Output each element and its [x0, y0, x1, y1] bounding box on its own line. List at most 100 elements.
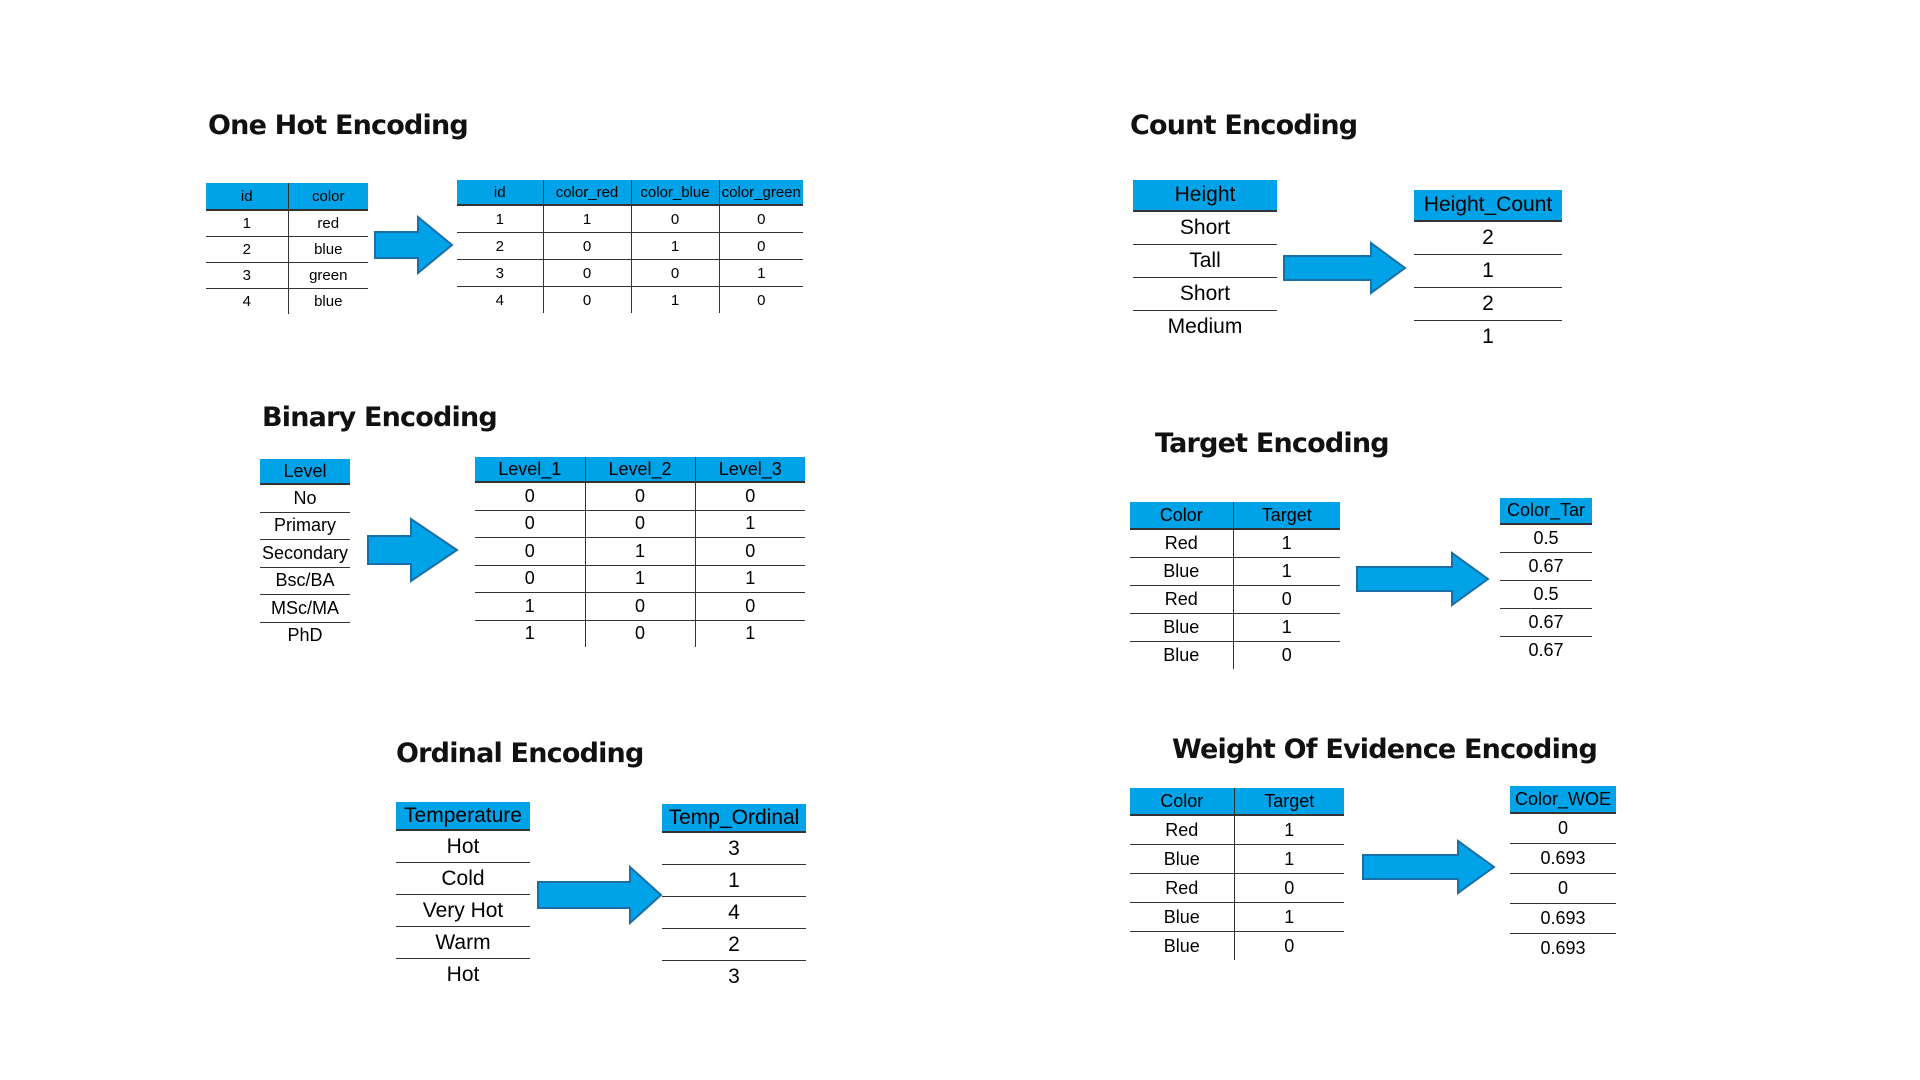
table-row: 0.693 — [1510, 843, 1616, 874]
table-cell: 2 — [1414, 221, 1562, 255]
table-cell: Red — [1130, 873, 1234, 903]
table-cell: 1 — [630, 286, 719, 313]
column-header: color — [287, 183, 368, 211]
column-header: Level — [260, 459, 350, 485]
table-header-row: Level — [260, 459, 350, 485]
woe-arrow-icon — [1362, 839, 1496, 895]
table-cell: 0.5 — [1500, 524, 1592, 553]
column-header: Target — [1232, 502, 1340, 530]
table-cell: 0.67 — [1528, 640, 1564, 660]
column-header: Height_Count — [1414, 190, 1562, 222]
table-cell: 0 — [475, 565, 585, 593]
table-cell: 1 — [694, 620, 805, 647]
one-hot-encoding-title: One Hot Encoding — [208, 110, 469, 141]
table-cell: 0 — [1510, 813, 1616, 844]
table-cell: 0 — [584, 620, 695, 647]
table-cell: PhD — [287, 625, 323, 646]
table-cell: 0.693 — [1540, 938, 1586, 958]
table-cell: 0 — [475, 537, 585, 566]
table-cell: 0 — [630, 205, 719, 233]
table-cell: Secondary — [260, 539, 350, 568]
table-cell: Blue — [1130, 844, 1234, 874]
table-cell: 1 — [694, 510, 805, 538]
table-cell: 0.67 — [1500, 552, 1592, 581]
column-header: Temp_Ordinal — [662, 804, 806, 833]
table-row: 0.693 — [1510, 934, 1616, 964]
table-cell: Warm — [396, 926, 530, 959]
column-header: Level_1 — [475, 457, 585, 483]
table-cell: 1 — [457, 205, 543, 233]
count-arrow-icon — [1283, 241, 1407, 295]
column-header: color_green — [718, 180, 803, 206]
table-cell: Tall — [1133, 244, 1277, 278]
table-row: 3 — [662, 961, 806, 993]
table-cell: 3 — [728, 964, 740, 988]
table-cell: 1 — [630, 232, 719, 260]
table-row: Secondary — [260, 539, 350, 568]
table-row: 0.67 — [1500, 608, 1592, 637]
onehot-arrow-icon — [374, 214, 454, 276]
table-header-row: Color_WOE — [1510, 786, 1616, 814]
table-cell: 2 — [1414, 287, 1562, 321]
woe-encoding-title: Weight Of Evidence Encoding — [1172, 734, 1598, 765]
table-row: 4 — [662, 896, 806, 929]
table-cell: 1 — [1482, 325, 1494, 348]
table-row: Tall — [1133, 244, 1277, 278]
table-header-row: Temperature — [396, 802, 530, 831]
table-row: Hot — [396, 959, 530, 991]
table-cell: 1 — [206, 210, 288, 237]
column-header: Color_WOE — [1510, 786, 1616, 814]
column-header: Temperature — [396, 802, 530, 831]
table-cell: 1 — [1233, 815, 1344, 845]
table-cell: 0 — [475, 510, 585, 538]
table-row: 3 — [662, 832, 806, 865]
table-row: 1 — [1414, 321, 1562, 354]
table-cell: 0 — [630, 259, 719, 287]
table-cell: Blue — [1163, 935, 1200, 956]
table-row: 2 — [1414, 287, 1562, 321]
table-cell: 1 — [542, 205, 631, 233]
table-header-row: Temp_Ordinal — [662, 804, 806, 833]
column-header: Height — [1133, 180, 1277, 212]
table-row: 0 — [1510, 873, 1616, 904]
table-cell: 0 — [584, 592, 695, 621]
table-row: 2 — [1414, 221, 1562, 255]
table-cell: 4 — [495, 291, 504, 309]
column-header: Color — [1130, 502, 1233, 530]
table-cell: Primary — [260, 512, 350, 540]
table-cell: 0 — [1510, 873, 1616, 904]
column-header: id — [457, 180, 543, 206]
table-row: 0.67 — [1500, 637, 1592, 665]
table-cell: Short — [1133, 211, 1277, 245]
table-cell: 1 — [475, 592, 585, 621]
table-row: Very Hot — [396, 894, 530, 927]
table-cell: 0 — [542, 286, 631, 313]
table-cell: 1 — [584, 565, 695, 593]
table-cell: Red — [1130, 529, 1233, 558]
table-cell: 0 — [694, 482, 805, 511]
table-cell: 0 — [542, 259, 631, 287]
table-cell: 1 — [1232, 529, 1340, 558]
table-cell: Blue — [1163, 645, 1200, 665]
table-cell: 1 — [1232, 613, 1340, 642]
table-cell: Bsc/BA — [260, 567, 350, 595]
